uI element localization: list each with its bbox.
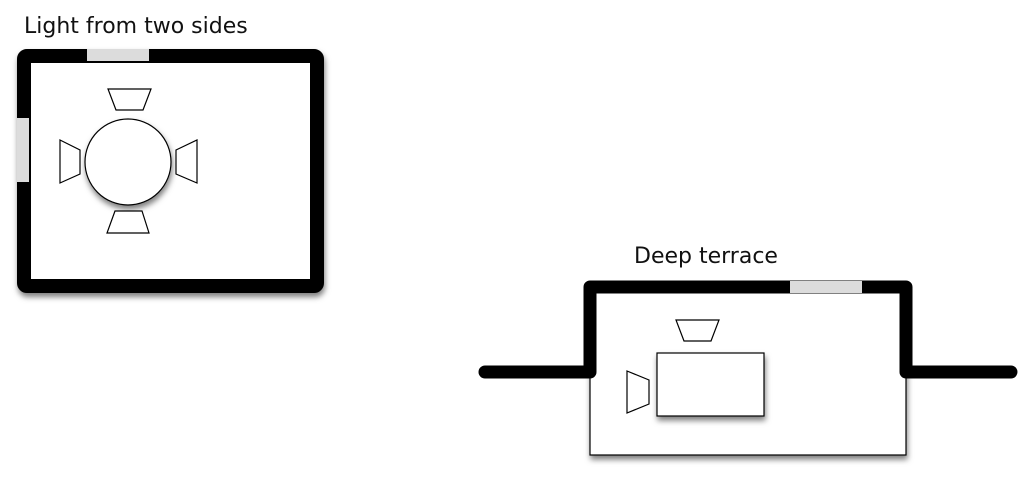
round-table [84, 118, 172, 206]
window-left [17, 118, 29, 182]
plan-deep-terrace: Deep terrace [478, 244, 1018, 456]
rectangular-table [656, 352, 765, 417]
room-walls [478, 280, 1018, 379]
chair-bottom [106, 210, 150, 234]
chair-left [626, 370, 650, 414]
chair-right [175, 139, 198, 184]
window-top [790, 281, 862, 293]
plan-title: Deep terrace [634, 244, 778, 269]
chair-top [675, 319, 720, 342]
chair-top [107, 88, 152, 111]
chair-left [59, 139, 81, 184]
plan-light-from-two-sides: Light from two sides [17, 14, 324, 293]
window-top [87, 49, 149, 61]
plan-title: Light from two sides [24, 14, 248, 39]
